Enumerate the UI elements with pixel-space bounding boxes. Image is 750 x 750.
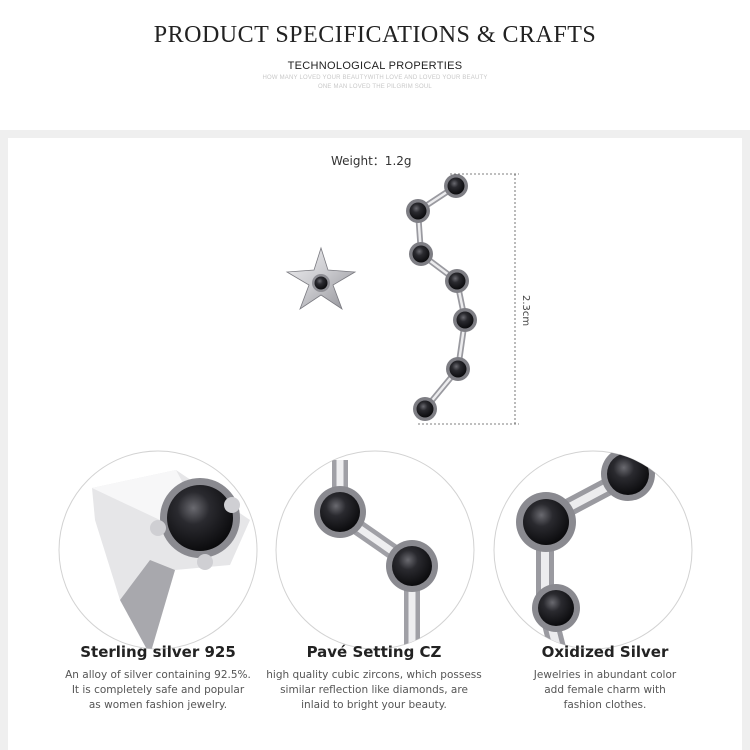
detail-circle-oxidized xyxy=(493,450,693,650)
star-stud-earring xyxy=(285,246,357,311)
feature-title: Pavé Setting CZ xyxy=(306,643,442,661)
constellation-climber-earring xyxy=(406,174,477,421)
feature-text: as women fashion jewelry. xyxy=(88,699,228,711)
feature-title: Sterling silver 925 xyxy=(80,643,236,661)
page-title: PRODUCT SPECIFICATIONS & CRAFTS xyxy=(153,22,597,48)
feature-text: fashion clothes. xyxy=(563,699,647,711)
weight-label: Weight：1.2g xyxy=(331,154,412,168)
feature-title: Oxidized Silver xyxy=(541,643,669,661)
feature-text: It is completely safe and popular xyxy=(71,684,245,696)
feature-text: inlaid to bright your beauty. xyxy=(301,699,447,711)
page-subtitle: TECHNOLOGICAL PROPERTIES xyxy=(287,60,463,72)
detail-circle-pave xyxy=(275,450,475,650)
feature-text: An alloy of silver containing 92.5%. xyxy=(65,669,251,681)
detail-circle-silver xyxy=(58,450,258,650)
feature-text: similar reflection like diamonds, are xyxy=(280,684,468,696)
tagline-line-2: ONE MAN LOVED THE PILGRIM SOUL xyxy=(318,84,432,90)
tagline-line-1: HOW MANY LOVED YOUR BEAUTYWITH LOVE AND … xyxy=(262,75,488,81)
feature-text: Jewelries in abundant color xyxy=(533,669,677,681)
dimension-line xyxy=(418,173,519,425)
header: PRODUCT SPECIFICATIONS & CRAFTS TECHNOLO… xyxy=(0,0,750,130)
feature-silver: Sterling silver 925 An alloy of silver c… xyxy=(43,643,273,713)
feature-pave: Pavé Setting CZ high quality cubic zirco… xyxy=(259,643,489,713)
feature-text: high quality cubic zircons, which posses… xyxy=(266,669,482,681)
feature-oxidized: Oxidized Silver Jewelries in abundant co… xyxy=(490,643,720,713)
feature-text: add female charm with xyxy=(544,684,666,696)
